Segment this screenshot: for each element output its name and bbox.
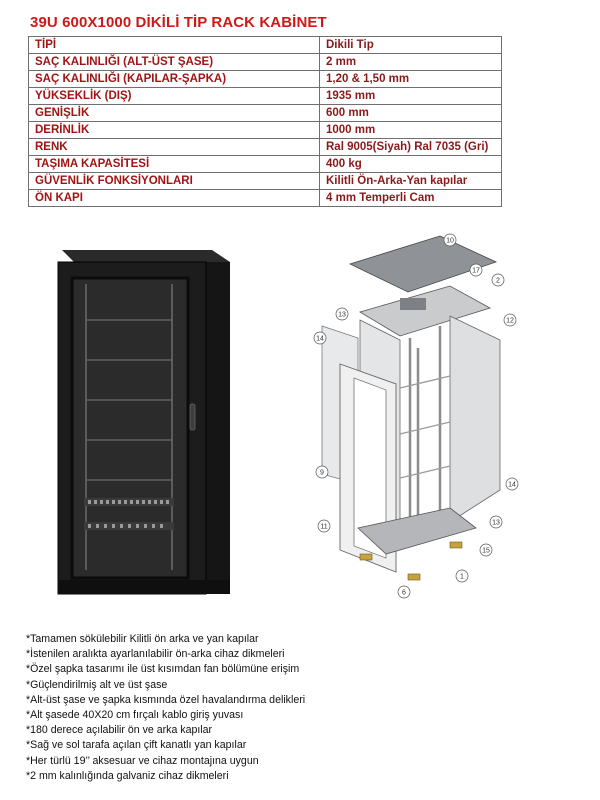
callout-number: 2: [496, 278, 500, 285]
feature-item: *Güçlendirilmiş alt ve üst şase: [26, 678, 168, 691]
feature-item: *Her türlü 19’’ aksesuar ve cihaz montaj…: [26, 754, 259, 767]
page-title: 39U 600X1000 DİKİLİ TİP RACK KABİNET: [30, 14, 327, 31]
feature-list: *Tamamen sökülebilir Kilitli ön arka ve …: [26, 632, 305, 784]
spec-label: SAÇ KALINLIĞI (ALT-ÜST ŞASE): [28, 53, 320, 71]
callout-number: 10: [446, 238, 454, 245]
callout-number: 14: [508, 482, 516, 489]
callout-number: 13: [338, 312, 346, 319]
spec-value: Kilitli Ön-Arka-Yan kapılar: [319, 172, 502, 190]
feature-item: *Alt-üst şase ve şapka kısmında özel hav…: [26, 693, 306, 706]
spec-row: YÜKSEKLİK (DIŞ)1935 mm: [28, 87, 502, 105]
spec-label: DERİNLİK: [28, 121, 320, 139]
spec-row: SAÇ KALINLIĞI (KAPILAR-ŞAPKA)1,20 & 1,50…: [28, 70, 502, 88]
spec-value: 4 mm Temperli Cam: [319, 189, 502, 207]
spec-value: 400 kg: [319, 155, 502, 173]
spec-label: YÜKSEKLİK (DIŞ): [28, 87, 320, 105]
spec-label: RENK: [28, 138, 320, 156]
spec-value: Dikili Tip: [319, 36, 502, 54]
feature-item: *Özel şapka tasarımı ile üst kısımdan fa…: [26, 663, 300, 676]
feature-item: *180 derece açılabilir ön ve arka kapıla…: [26, 724, 213, 737]
cabinet-photo: [57, 250, 230, 595]
spec-label: GÜVENLİK FONKSİYONLARI: [28, 172, 320, 190]
callout-number: 17: [472, 268, 480, 275]
feature-item: *İstenilen aralıkta ayarlanılabilir ön-a…: [26, 648, 285, 661]
spec-label: ÖN KAPI: [28, 189, 320, 207]
callout-number: 13: [492, 520, 500, 527]
callout-number: 6: [402, 590, 406, 597]
spec-label: GENİŞLİK: [28, 104, 320, 122]
feature-item: *Tamamen sökülebilir Kilitli ön arka ve …: [26, 633, 259, 645]
callout-number: 12: [506, 318, 514, 325]
feature-item: *2 mm kalınlığında galvaniz cihaz dikmel…: [26, 769, 229, 782]
spec-value: 1935 mm: [319, 87, 502, 105]
callout-number: 11: [320, 524, 327, 531]
exploded-diagram: 10 17 2 13 12 14 9 11 14 13 15 1 6: [313, 233, 519, 599]
spec-label: SAÇ KALINLIĞI (KAPILAR-ŞAPKA): [28, 70, 320, 88]
callout-number: 14: [316, 336, 324, 343]
callout-number: 9: [320, 470, 324, 477]
spec-label: TAŞIMA KAPASİTESİ: [28, 155, 320, 173]
feature-item: *Sağ ve sol tarafa açılan çift kanatlı y…: [26, 739, 247, 752]
spec-value: 600 mm: [319, 104, 502, 122]
spec-row: SAÇ KALINLIĞI (ALT-ÜST ŞASE)2 mm: [28, 53, 502, 71]
feature-item: *Alt şasede 40X20 cm fırçalı kablo giriş…: [26, 709, 244, 722]
spec-label: TİPİ: [28, 36, 320, 54]
spec-value: Ral 9005(Siyah) Ral 7035 (Gri): [319, 138, 502, 156]
spec-value: 1,20 & 1,50 mm: [319, 70, 502, 88]
spec-value: 1000 mm: [319, 121, 502, 139]
callout-number: 15: [482, 548, 490, 555]
callout-number: 1: [460, 574, 464, 581]
spec-value: 2 mm: [319, 53, 502, 71]
